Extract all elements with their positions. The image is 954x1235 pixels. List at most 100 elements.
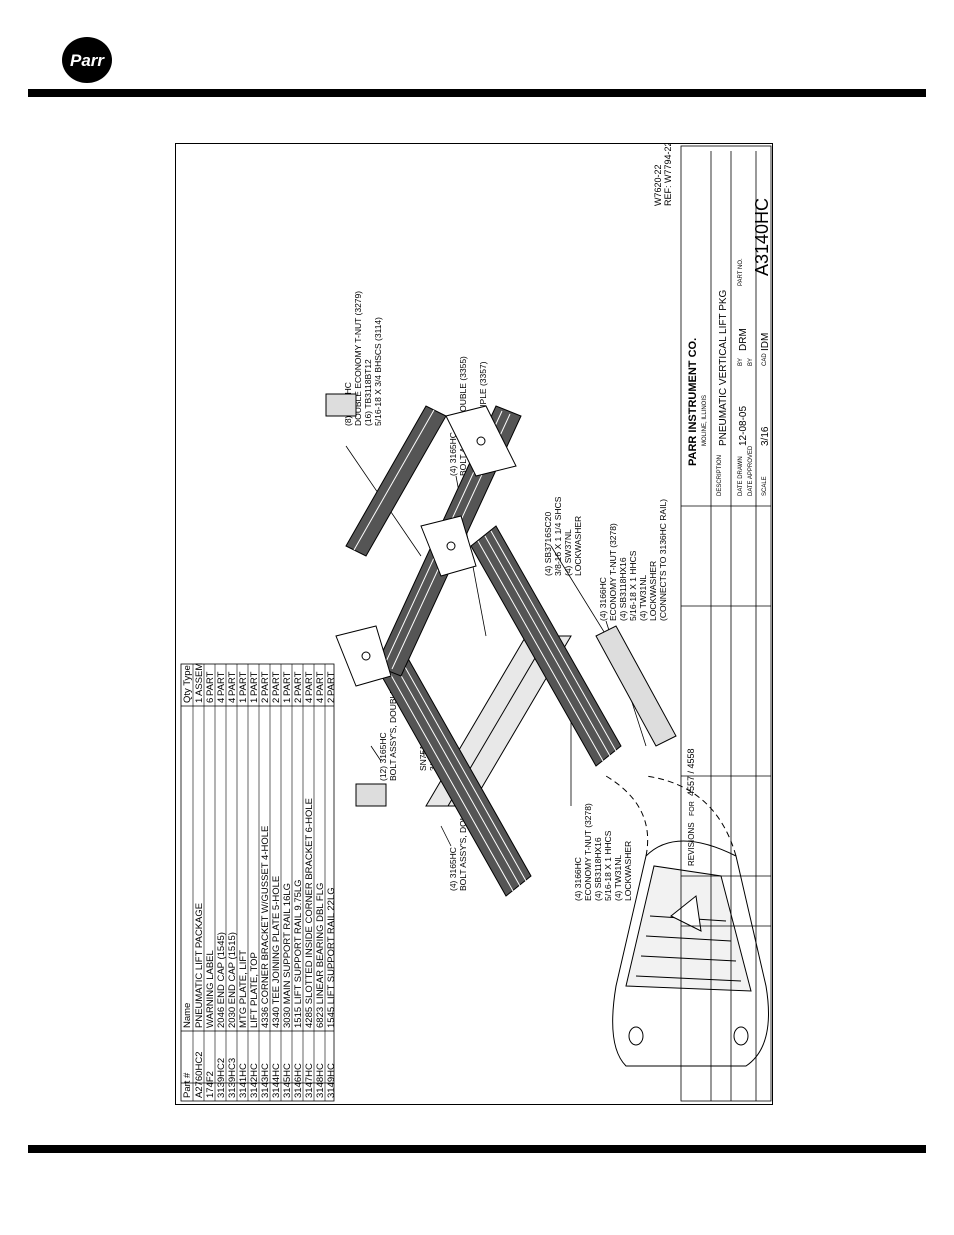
header-name: Name [182,1003,193,1028]
scale-value: 3/16 [760,426,771,446]
cell-qty: 4 [315,698,326,703]
cell-name: MTG PLATE, LIFT [238,950,249,1028]
table-row: 3147HC 4285 SLOTTED INSIDE CORNER BRACKET… [304,671,315,1098]
cell-name: PNEUMATIC LIFT PACKAGE [194,903,205,1028]
company-name: PARR INSTRUMENT CO. [687,338,699,466]
cell-qty: 2 [326,698,337,703]
header-rule [28,89,926,97]
description-value: PNEUMATIC VERTICAL LIFT PKG [718,289,729,446]
cell-name: 3030 MAIN SUPPORT RAIL 16LG [282,883,293,1028]
cell-part: 3145HC [282,1063,293,1098]
approved-label: DATE APPROVED [748,445,754,496]
callout-line: (4) 3166HC [573,857,583,901]
date-value: 12-08-05 [738,406,749,446]
cell-name: 2030 END CAP (1515) [227,932,238,1028]
cell-qty: 4 [304,698,315,703]
parr-logo: Parr [62,37,112,83]
cell-part: A2760HC2 [194,1052,205,1098]
cell-qty: 1 [194,698,205,703]
callout-line: (CONNECTS TO 3136HC RAIL) [658,499,668,621]
table-row: 3145HC 3030 MAIN SUPPORT RAIL 16LG 1 PART [282,671,293,1098]
cell-type: PART [326,671,337,696]
revisions-for: FOR [689,801,696,816]
scale-label: SCALE [762,476,768,496]
cell-type: PART [249,671,260,696]
callout-line: (16) TB3118BT12 [363,359,373,426]
cell-name: 4340 TEE JOINING PLATE 5-HOLE [271,876,282,1028]
cell-type: PART [260,671,271,696]
part-no-label: PART NO. [738,258,744,286]
cell-qty: 1 [238,698,249,703]
cad-value: IDM [760,333,771,351]
cell-qty: 1 [282,698,293,703]
footer-rule [28,1145,926,1153]
callout-line: 3/8-16 X 1 1/4 SHCS [553,496,563,576]
callout-line: (4) 3166HC [598,577,608,621]
callout-line: (4) 3165HC [448,847,458,891]
cell-name: LIFT PLATE, TOP [249,952,260,1028]
by-value: DRM [738,328,749,351]
cell-qty: 4 [216,698,227,703]
callout-line: (4) TW31NL [613,855,623,901]
logo-text: Parr [70,51,105,70]
approved-by-label: BY [748,358,754,366]
callout-line: LOCKWASHER [573,516,583,576]
callout-line: (4) SW37NL [563,529,573,576]
callout-line: 5/16-18 X 3/4 BHSCS (3114) [373,317,383,426]
callout-line: LOCKWASHER [648,561,658,621]
callout-line: (4) SB3716SC20 [543,511,553,576]
title-block: REF: W7794-22 W7620-22 REVISIONS FOR 455… [653,144,772,1102]
cell-type: PART [227,671,238,696]
cell-part: 3139HC2 [216,1058,227,1098]
callout-line: 5/16-18 X 1 HHCS [628,550,638,621]
cell-name: 6823 LINEAR BEARING DBL FLG [315,883,326,1028]
callout-line: BOLT ASSY'S, DOUBLE (3355) [388,661,398,781]
assembly-drawing [325,393,769,1067]
cell-name: 4285 SLOTTED INSIDE CORNER BRACKET 6-HOL… [304,798,315,1028]
header-part: Part # [182,1072,193,1098]
table-row: 3139HC2 2046 END CAP (1545) 4 PART [216,671,227,1098]
cad-label: CAD [762,353,768,366]
by-label: BY [738,358,744,366]
callout-line: (4) 3165HC [448,432,458,476]
cell-name: 2046 END CAP (1545) [216,932,227,1028]
cell-part: 3149HC [326,1063,337,1098]
cell-part: 174F2 [205,1071,216,1098]
cell-name: 4336 CORNER BRACKET W/GUSSET 4-HOLE [260,826,271,1028]
cell-qty: 2 [293,698,304,703]
cell-part: 3147HC [304,1063,315,1098]
callout-line: (12) 3165HC [378,732,388,781]
cell-qty: 1 [249,698,260,703]
part-no-value: A3140HC [752,198,772,276]
callout-line: BOLT ASSY'S, DOUBLE (3355) [458,771,468,891]
revisions-value: 4557 / 4558 [686,748,696,796]
callout-line: (4) SB3118HX16 [618,557,628,621]
cell-name: WARNING LABEL [205,950,216,1028]
cell-type: PART [282,671,293,696]
cell-part: 3146HC [293,1063,304,1098]
cell-type: PART [216,671,227,696]
date-label: DATE DRAWN [738,456,744,496]
ref-text: REF: W7794-22 [663,144,673,206]
cell-part: 3148HC [315,1063,326,1098]
callout-line: (4) SB3118HX16 [593,837,603,901]
cell-qty: 2 [260,698,271,703]
revisions-label: REVISIONS [687,822,696,866]
ref-text-2: W7620-22 [653,164,663,206]
cell-type: PART [293,671,304,696]
cell-type: PART [315,671,326,696]
cell-part: 3144HC [271,1063,282,1098]
callout-line: LOCKWASHER [623,841,633,901]
callout-line: 5/16-18 X 1 HHCS [603,830,613,901]
